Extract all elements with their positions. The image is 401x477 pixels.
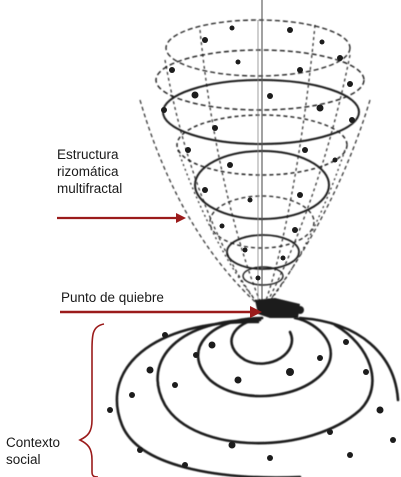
break-point-arrow <box>60 306 262 318</box>
context-spirals <box>115 316 400 477</box>
cone-axis <box>257 0 263 308</box>
label-structure: Estructura rizomática multifractal <box>57 146 197 197</box>
context-brace <box>78 323 105 477</box>
label-break-point: Punto de quiebre <box>61 290 164 305</box>
structure-arrow <box>57 213 186 223</box>
label-structure-line2: rizomática <box>57 164 119 179</box>
label-structure-line1: Estructura <box>57 147 119 162</box>
cone-dots <box>161 25 355 281</box>
label-context: Contexto social <box>6 434 86 468</box>
context-dots <box>107 332 396 468</box>
label-context-line2: social <box>6 452 41 467</box>
label-context-line1: Contexto <box>6 435 61 450</box>
break-point-mark <box>255 298 304 318</box>
label-structure-line3: multifractal <box>57 181 123 196</box>
